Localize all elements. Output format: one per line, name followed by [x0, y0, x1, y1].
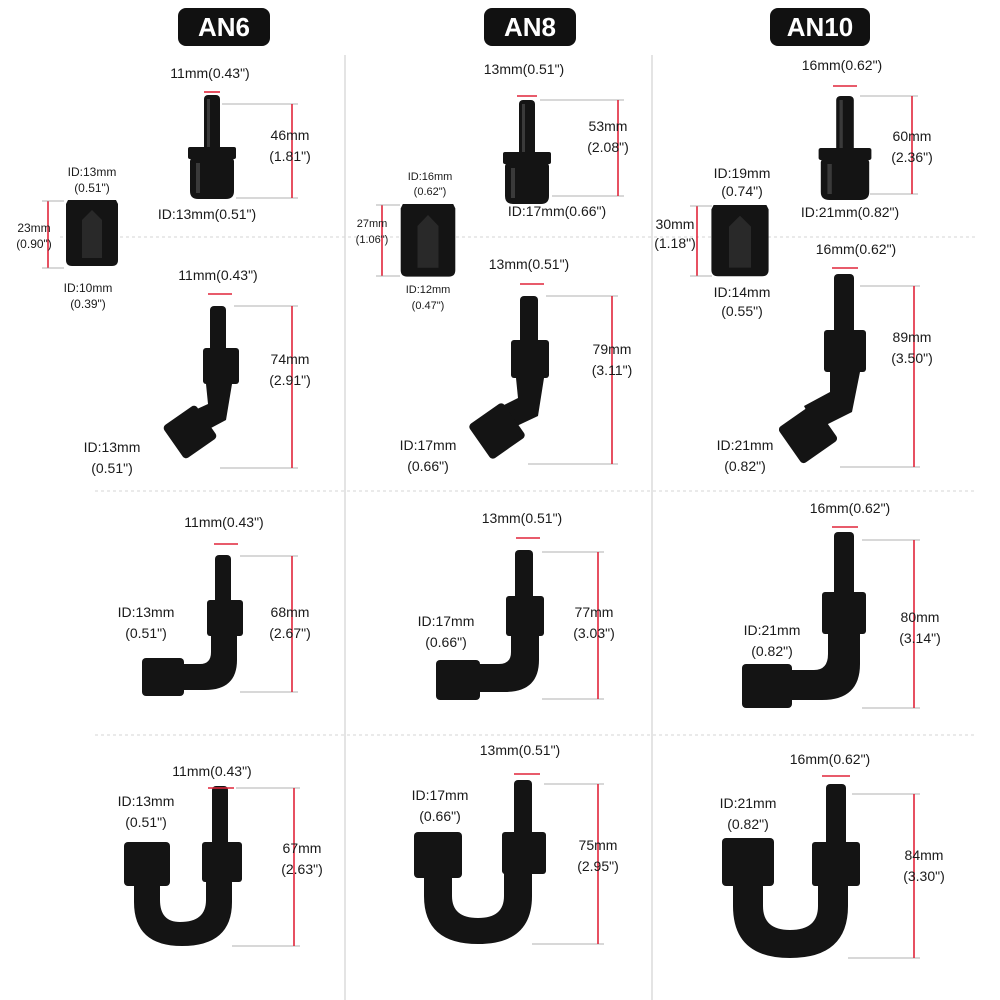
id-label: ID:17mm: [400, 437, 457, 453]
length-inch-label: (3.11"): [592, 362, 633, 378]
length-label: 75mm: [579, 837, 618, 853]
id-inch-label: (0.51"): [125, 814, 167, 830]
an8-90-degree-fitting: 13mm(0.51") 77mm (3.03") ID:17mm (0.66"): [418, 510, 615, 700]
bottom-id-label: ID:12mm: [406, 284, 451, 296]
id-inch-label: (0.82"): [751, 643, 793, 659]
height-label: 27mm: [357, 218, 388, 230]
width-label: 11mm(0.43"): [184, 514, 263, 530]
column-title: AN8: [504, 12, 556, 42]
length-label: 80mm: [901, 609, 940, 625]
id-inch-label: (0.82"): [724, 458, 766, 474]
width-label: 11mm(0.43"): [170, 65, 249, 81]
width-label: 13mm(0.51"): [482, 510, 562, 526]
height-label: 30mm: [656, 216, 695, 232]
length-inch-label: (3.30"): [903, 868, 945, 884]
width-label: 16mm(0.62"): [802, 57, 882, 73]
width-label: 13mm(0.51"): [484, 61, 564, 77]
length-inch-label: (2.67"): [269, 625, 311, 641]
id-label: ID:17mm: [418, 613, 475, 629]
height-label: 23mm: [17, 221, 50, 235]
top-id-label: ID:13mm: [68, 165, 117, 179]
id-inch-label: (0.51"): [125, 625, 167, 641]
top-id-inch-label: (0.62"): [414, 186, 447, 198]
bottom-id-inch-label: (0.47"): [412, 300, 445, 312]
id-inch-label: (0.66"): [407, 458, 449, 474]
id-label: ID:21mm: [744, 622, 801, 638]
length-inch-label: (1.81"): [269, 148, 311, 164]
length-label: 84mm: [905, 847, 944, 863]
id-label: ID:13mm: [118, 604, 175, 620]
length-inch-label: (2.91"): [269, 372, 311, 388]
id-label: ID:21mm(0.82"): [801, 204, 899, 220]
an10-straight-fitting: 16mm(0.62") 60mm (2.36") ID:21mm(0.82"): [801, 57, 933, 220]
length-label: 77mm: [575, 604, 614, 620]
height-inch-label: (1.18"): [654, 235, 696, 251]
length-label: 74mm: [271, 351, 310, 367]
length-label: 60mm: [893, 128, 932, 144]
width-label: 11mm(0.43"): [172, 763, 251, 779]
top-id-inch-label: (0.74"): [721, 183, 763, 199]
bottom-id-label: ID:10mm: [64, 281, 113, 295]
id-label: ID:17mm(0.66"): [508, 203, 606, 219]
id-inch-label: (0.82"): [727, 816, 769, 832]
an6-straight-fitting: 11mm(0.43") 46mm (1.81") ID:13mm(0.51"): [158, 65, 311, 222]
length-inch-label: (2.08"): [587, 139, 629, 155]
an6-90-degree-fitting: 11mm(0.43") 68mm (2.67") ID:13mm (0.51"): [118, 514, 311, 696]
length-inch-label: (3.50"): [891, 350, 933, 366]
height-inch-label: (1.06"): [356, 234, 389, 246]
bottom-id-inch-label: (0.55"): [721, 303, 763, 319]
an8-straight-fitting: 13mm(0.51") 53mm (2.08") ID:17mm(0.66"): [484, 61, 629, 219]
length-label: 89mm: [893, 329, 932, 345]
length-label: 53mm: [589, 118, 628, 134]
width-label: 16mm(0.62"): [810, 500, 890, 516]
length-inch-label: (2.95"): [577, 858, 619, 874]
an10-90-degree-fitting: 16mm(0.62") 80mm (3.14") ID:21mm (0.82"): [742, 500, 941, 709]
top-id-inch-label: (0.51"): [74, 181, 110, 195]
an10-sleeve: ID:19mm (0.74") 30mm (1.18") ID:14mm (0.…: [654, 165, 770, 319]
column-title: AN6: [198, 12, 250, 42]
id-label: ID:13mm(0.51"): [158, 206, 256, 222]
length-label: 79mm: [593, 341, 632, 357]
length-inch-label: (2.63"): [281, 861, 323, 877]
an6-45-degree-fitting: 11mm(0.43") 74mm (2.91") ID:13mm (0.51"): [84, 267, 311, 476]
id-inch-label: (0.66"): [419, 808, 461, 824]
top-id-label: ID:16mm: [408, 171, 453, 183]
width-label: 11mm(0.43"): [178, 267, 257, 283]
column-header-an6: AN6: [178, 8, 270, 46]
height-inch-label: (0.90"): [16, 237, 52, 251]
id-label: ID:13mm: [84, 439, 141, 455]
an8-180-degree-fitting: 13mm(0.51") 75mm (2.95") ID:17mm (0.66"): [412, 742, 619, 945]
an6-sleeve: ID:13mm (0.51") 23mm (0.90") ID:10mm (0.…: [16, 165, 118, 311]
width-label: 16mm(0.62"): [816, 241, 896, 257]
column-header-an8: AN8: [484, 8, 576, 46]
an6-180-degree-fitting: 11mm(0.43") 67mm (2.63") ID:13mm (0.51"): [118, 763, 323, 947]
id-inch-label: (0.66"): [425, 634, 467, 650]
id-inch-label: (0.51"): [91, 460, 133, 476]
an10-180-degree-fitting: 16mm(0.62") 84mm (3.30") ID:21mm (0.82"): [720, 751, 945, 959]
width-label: 13mm(0.51"): [480, 742, 560, 758]
an8-sleeve: ID:16mm (0.62") 27mm (1.06") ID:12mm (0.…: [356, 171, 456, 312]
id-label: ID:13mm: [118, 793, 175, 809]
an8-45-degree-fitting: 13mm(0.51") 79mm (3.11") ID:17mm (0.66"): [400, 256, 633, 474]
width-label: 16mm(0.62"): [790, 751, 870, 767]
length-label: 67mm: [283, 840, 322, 856]
length-inch-label: (2.36"): [891, 149, 933, 165]
length-label: 68mm: [271, 604, 310, 620]
length-label: 46mm: [271, 127, 310, 143]
id-label: ID:21mm: [717, 437, 774, 453]
length-inch-label: (3.14"): [899, 630, 941, 646]
id-label: ID:17mm: [412, 787, 469, 803]
width-label: 13mm(0.51"): [489, 256, 569, 272]
column-header-an10: AN10: [770, 8, 870, 46]
bottom-id-label: ID:14mm: [714, 284, 771, 300]
top-id-label: ID:19mm: [714, 165, 771, 181]
length-inch-label: (3.03"): [573, 625, 615, 641]
bottom-id-inch-label: (0.39"): [70, 297, 106, 311]
id-label: ID:21mm: [720, 795, 777, 811]
an10-45-degree-fitting: 16mm(0.62") 89mm (3.50") ID:21mm (0.82"): [717, 241, 933, 474]
column-title: AN10: [787, 12, 853, 42]
